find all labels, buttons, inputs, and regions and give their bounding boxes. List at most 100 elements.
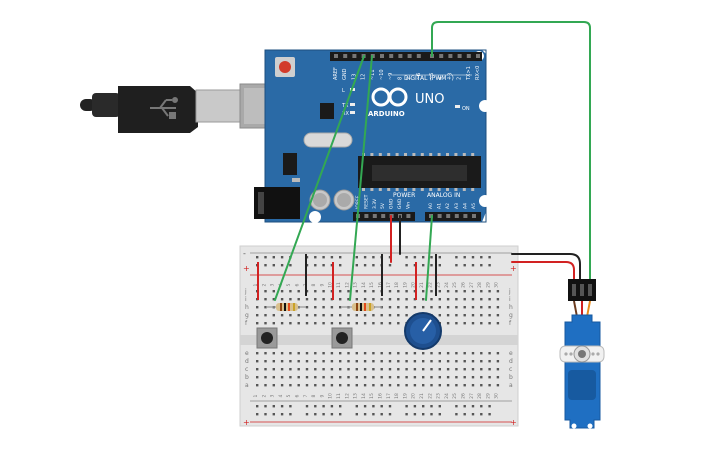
- power-pin-label: GND: [389, 198, 395, 209]
- column-number: 15: [369, 393, 375, 399]
- analog-pin-label: A5: [471, 203, 477, 209]
- column-number: 15: [369, 282, 375, 288]
- center-channel: [240, 335, 518, 345]
- header-pin-TX>1[interactable]: [466, 54, 471, 58]
- rail-plus-label: +: [243, 264, 250, 273]
- rail-plus-label-bottom-right: +: [510, 418, 517, 427]
- header-pin-7[interactable]: [407, 54, 412, 58]
- row-letter: a: [509, 382, 513, 389]
- power-pin-5V[interactable]: [381, 214, 386, 218]
- rx-label: RX: [342, 111, 349, 117]
- wire-pin12-button1[interactable]: [274, 55, 365, 301]
- pushbutton-1[interactable]: [256, 327, 278, 349]
- analog-pin-A5[interactable]: [472, 214, 476, 218]
- analog-pin-A2[interactable]: [446, 214, 451, 218]
- analog-pin-label: A2: [445, 203, 451, 209]
- header-pin-RX<0[interactable]: [476, 54, 480, 58]
- wire-servo-power[interactable]: [511, 261, 575, 281]
- header-pin-~6[interactable]: [416, 54, 421, 58]
- column-number: 28: [477, 282, 483, 288]
- column-number: 16: [378, 282, 384, 288]
- power-pin-label: 3.3V: [372, 198, 378, 209]
- row-letter: f: [509, 320, 512, 327]
- pin-label: ~3: [447, 73, 453, 80]
- header-pin-AREF[interactable]: [334, 54, 338, 58]
- row-letter: b: [245, 374, 249, 381]
- header-pin-GND[interactable]: [343, 54, 348, 58]
- column-number: 9: [319, 394, 325, 397]
- column-number: 10: [328, 282, 334, 288]
- on-label: ON: [462, 106, 470, 112]
- pin-label: ~5: [429, 73, 435, 80]
- column-number: 20: [411, 282, 417, 288]
- row-letter: f: [245, 320, 248, 327]
- analog-pin-label: A3: [454, 203, 460, 209]
- row-letter: j: [508, 288, 511, 295]
- row-letter: i: [245, 296, 247, 303]
- header-pin-8[interactable]: [398, 54, 403, 58]
- column-number: 10: [328, 393, 334, 399]
- column-number: 4: [278, 394, 284, 397]
- column-number: 12: [344, 393, 350, 399]
- column-number: 30: [494, 393, 500, 399]
- row-letter: g: [509, 312, 513, 319]
- column-number: 25: [452, 393, 458, 399]
- header-pin-4[interactable]: [439, 54, 444, 58]
- column-number: 22: [427, 393, 433, 399]
- digital-label: DIGITAL (PWM~): [404, 75, 454, 82]
- pushbutton-2[interactable]: [331, 327, 353, 349]
- column-number: 21: [419, 282, 425, 288]
- column-number: 21: [419, 393, 425, 399]
- row-letter: d: [509, 358, 513, 365]
- row-letter: g: [245, 312, 249, 319]
- wire-pin9-servo[interactable]: [431, 21, 591, 281]
- digital-header: [330, 52, 482, 61]
- power-pin-Vin[interactable]: [406, 214, 411, 218]
- column-number: 23: [436, 282, 442, 288]
- column-number: 19: [402, 393, 408, 399]
- header-pin-13[interactable]: [352, 54, 357, 58]
- pin-label: TX>1: [466, 66, 472, 81]
- column-number: 3: [270, 394, 276, 397]
- pin-label: 2: [457, 77, 463, 80]
- servo-horn: [559, 345, 605, 363]
- header-pin-2[interactable]: [457, 54, 462, 58]
- column-number: 26: [461, 282, 467, 288]
- column-number: 22: [427, 282, 433, 288]
- resistor-2[interactable]: [342, 303, 382, 311]
- column-number: 14: [361, 393, 367, 399]
- analog-pin-A1[interactable]: [437, 214, 442, 218]
- pin-label: AREF: [333, 67, 339, 80]
- column-number: 17: [386, 282, 392, 288]
- header-pin-~9[interactable]: [389, 54, 394, 58]
- column-number: 9: [319, 283, 325, 286]
- column-number: 5: [286, 394, 292, 397]
- header-pin-~10[interactable]: [380, 54, 384, 58]
- analog-pin-label: A1: [437, 203, 443, 209]
- l-label: L: [342, 88, 345, 94]
- wire-a0-pot[interactable]: [425, 215, 433, 301]
- column-number: 19: [402, 282, 408, 288]
- wire-servo-ground[interactable]: [511, 253, 581, 281]
- analog-pin-label: A4: [462, 203, 468, 209]
- resistor-1[interactable]: [266, 303, 306, 311]
- column-number: 30: [494, 282, 500, 288]
- header-pin-~3[interactable]: [448, 54, 453, 58]
- analog-pin-A3[interactable]: [454, 214, 459, 218]
- column-number: 5: [286, 283, 292, 286]
- row-letter: c: [509, 366, 512, 373]
- wire-pin11-button2[interactable]: [349, 55, 373, 301]
- pin-label: 7: [407, 77, 413, 80]
- column-number: 2: [261, 394, 267, 397]
- analog-pin-A4[interactable]: [463, 214, 468, 218]
- pin-label: GND: [342, 68, 348, 80]
- power-pin-3.3V[interactable]: [372, 214, 377, 218]
- potentiometer[interactable]: [404, 312, 442, 350]
- servo-motor[interactable]: [559, 279, 605, 429]
- column-number: 11: [336, 282, 342, 288]
- power-pin-RESET[interactable]: [364, 214, 369, 218]
- column-number: 17: [386, 393, 392, 399]
